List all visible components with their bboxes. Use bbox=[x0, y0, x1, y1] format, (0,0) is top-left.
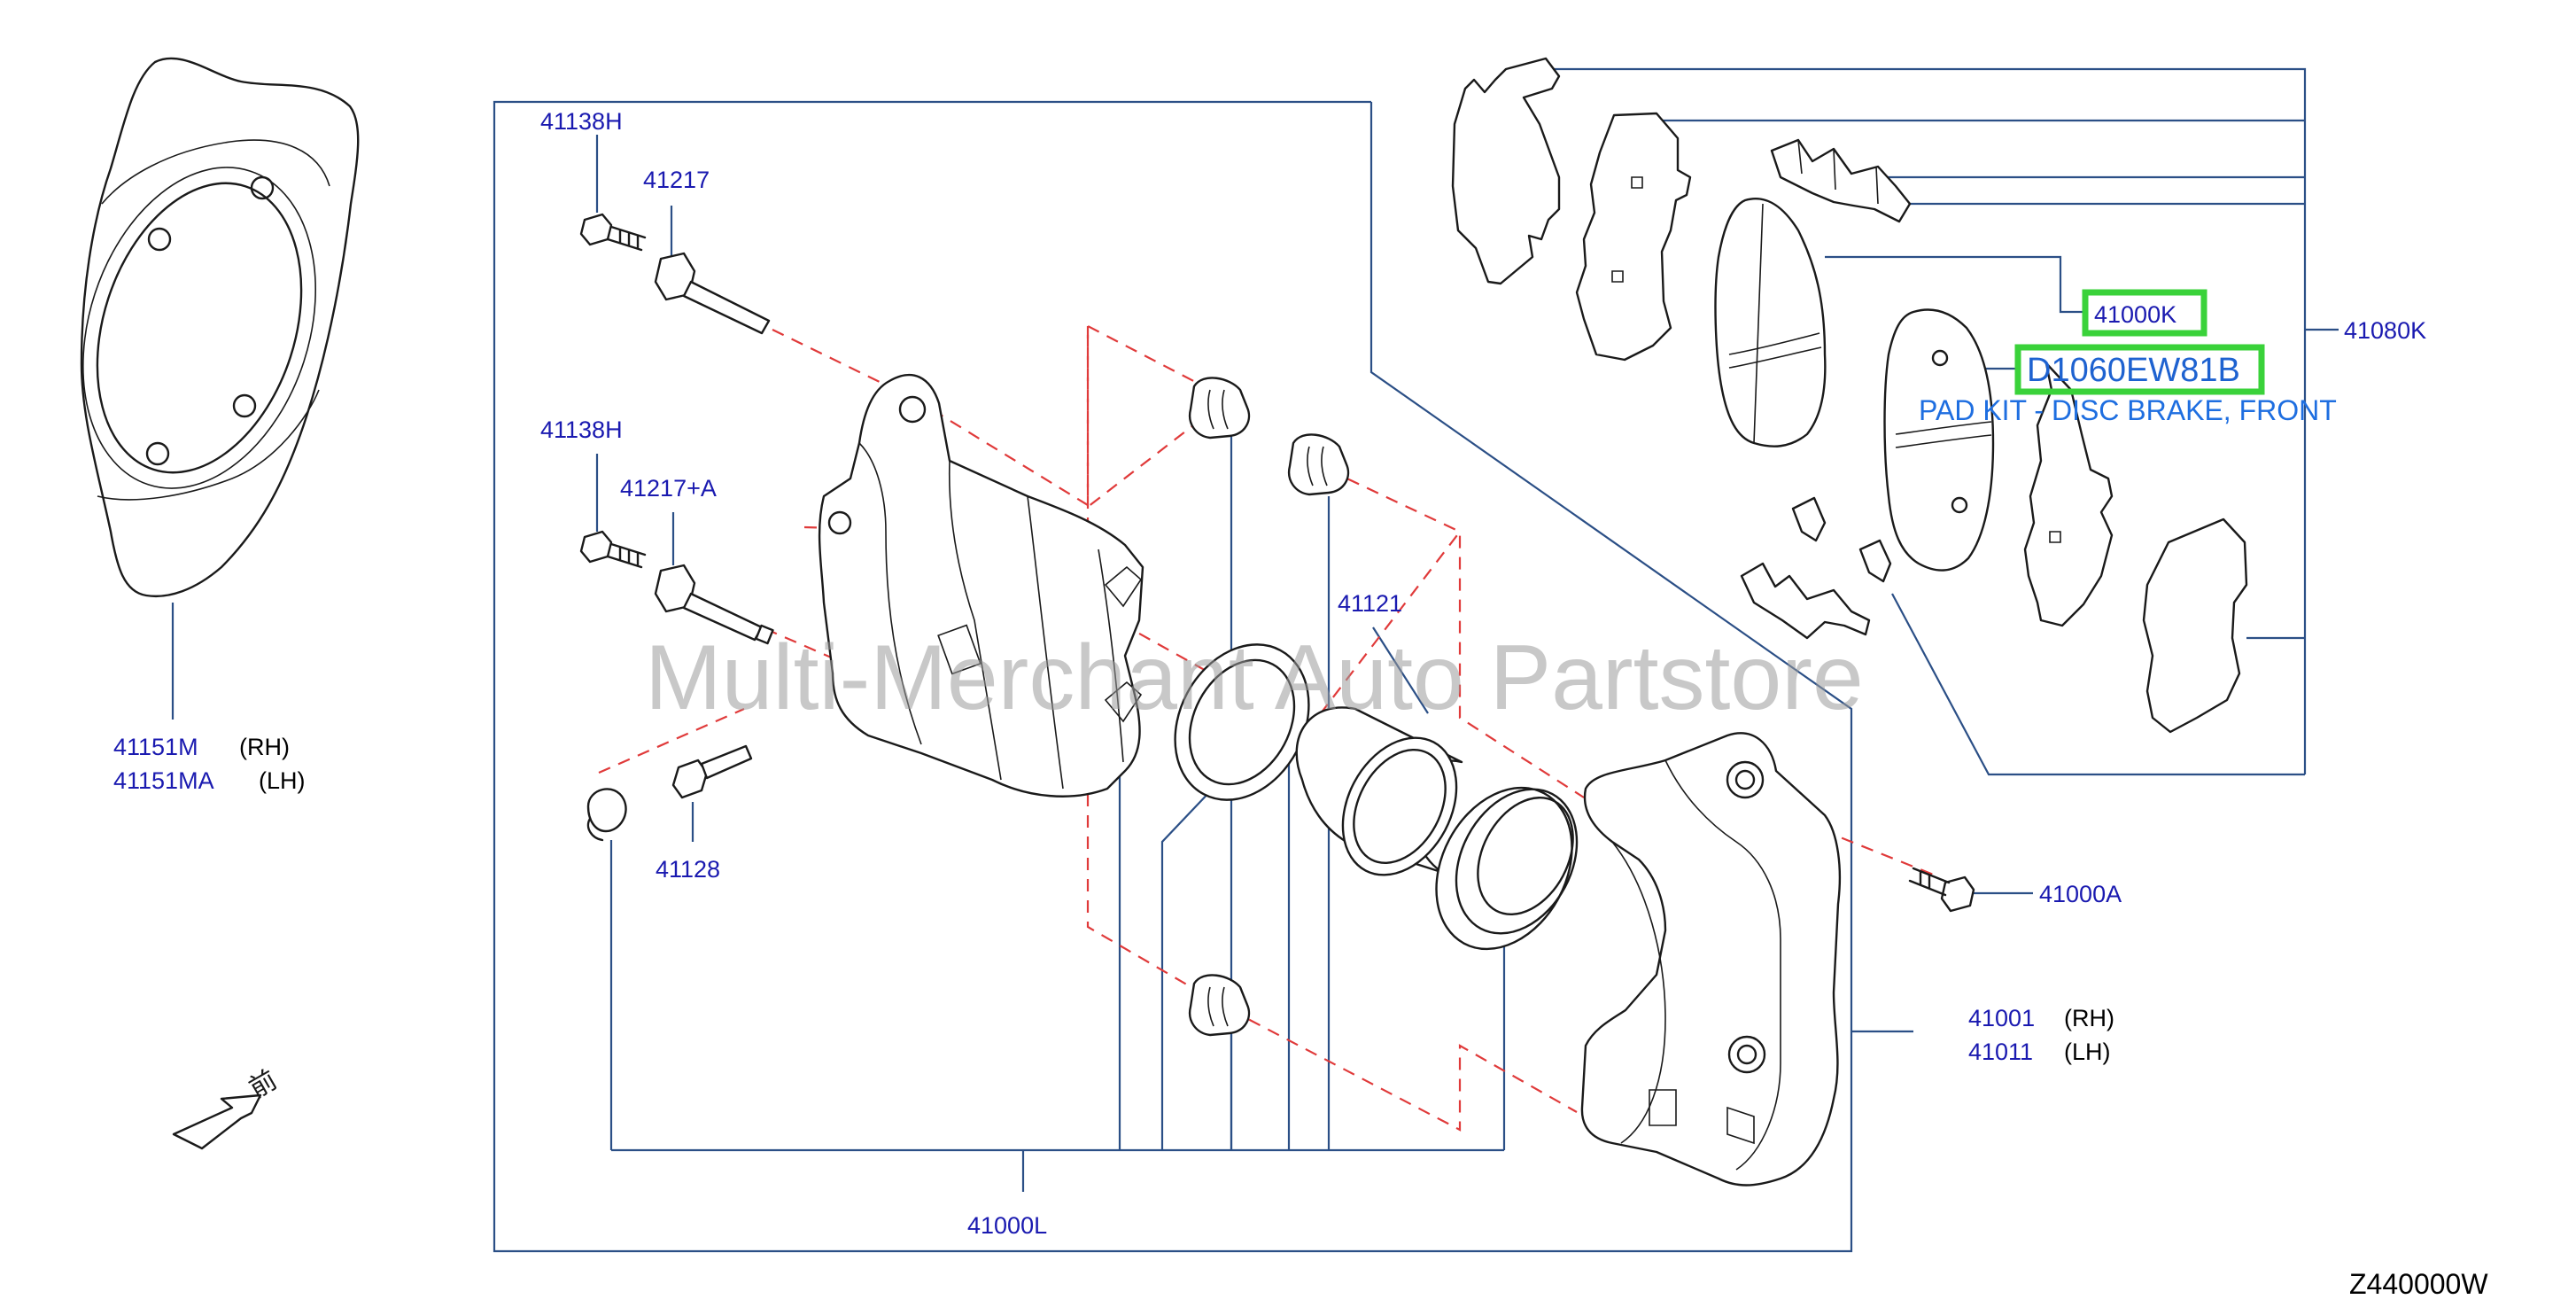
lower-clip-drawing bbox=[1740, 496, 1892, 640]
bolt-41138h-a-drawing bbox=[579, 213, 647, 252]
outer-inner-shim-drawing bbox=[1575, 112, 1692, 362]
bleeder-41128-drawing bbox=[671, 744, 753, 799]
front-arrow-icon bbox=[172, 1093, 262, 1150]
highlight-box-d1060ew81b bbox=[2014, 344, 2265, 395]
bolt-41000a-drawing bbox=[1908, 867, 1975, 913]
rear-shim-drawing bbox=[2142, 517, 2248, 734]
highlight-box-41000k bbox=[2082, 289, 2207, 337]
label-41000a[interactable]: 41000A bbox=[2039, 881, 2122, 907]
label-41128[interactable]: 41128 bbox=[656, 856, 720, 883]
highlighted-part-description: PAD KIT - DISC BRAKE, FRONT bbox=[1919, 394, 2337, 426]
boot-upper-left-drawing bbox=[1188, 377, 1251, 440]
dust-boot-drawing bbox=[1435, 786, 1579, 951]
label-41151ma-side: (LH) bbox=[259, 767, 306, 794]
label-41217a[interactable]: 41217+A bbox=[620, 475, 717, 502]
label-41000l[interactable]: 41000L bbox=[967, 1212, 1047, 1239]
boot-lower-drawing bbox=[1188, 974, 1251, 1037]
label-41138h-a[interactable]: 41138H bbox=[540, 108, 623, 135]
bolt-41138h-b-drawing bbox=[579, 530, 647, 569]
label-41138h-b[interactable]: 41138H bbox=[540, 416, 623, 443]
caliper-body-drawing bbox=[818, 373, 1144, 798]
inner-shim-drawing bbox=[2023, 362, 2114, 627]
label-41011-side: (LH) bbox=[2064, 1039, 2111, 1065]
guide-pin-41217-drawing bbox=[654, 252, 771, 335]
outer-pad-drawing bbox=[1714, 197, 1827, 447]
inner-pad-drawing bbox=[1883, 308, 1995, 572]
label-41151m-side: (RH) bbox=[239, 734, 290, 760]
cap-drawing bbox=[586, 788, 627, 842]
label-41121[interactable]: 41121 bbox=[1338, 590, 1402, 617]
label-41151m[interactable]: 41151M bbox=[113, 734, 198, 760]
highlighted-part-number[interactable]: D1060EW81B bbox=[2027, 352, 2240, 389]
upper-clip-drawing bbox=[1770, 138, 1912, 223]
label-41217[interactable]: 41217 bbox=[643, 167, 710, 193]
watermark-text: Multi-Merchant Auto Partstore bbox=[645, 626, 1864, 729]
outer-shim-drawing bbox=[1451, 57, 1561, 285]
piston-drawing bbox=[1295, 706, 1463, 876]
boot-upper-right-drawing bbox=[1287, 433, 1350, 496]
label-41151ma[interactable]: 41151MA bbox=[113, 767, 214, 794]
brake-shield-drawing bbox=[80, 57, 360, 597]
label-41001[interactable]: 41001 bbox=[1968, 1005, 2035, 1031]
label-41000k[interactable]: 41000K bbox=[2094, 301, 2176, 328]
label-41011[interactable]: 41011 bbox=[1968, 1039, 2033, 1065]
part-labels: 41138H 41217 41138H 41217+A 41128 41121 … bbox=[113, 108, 2426, 1239]
diagram-code: Z440000W bbox=[2349, 1268, 2488, 1300]
caliper-bracket-drawing bbox=[1580, 732, 1842, 1187]
label-41001-side: (RH) bbox=[2064, 1005, 2114, 1031]
guide-pin-41217a-drawing bbox=[654, 564, 774, 645]
label-41080k[interactable]: 41080K bbox=[2344, 317, 2426, 344]
